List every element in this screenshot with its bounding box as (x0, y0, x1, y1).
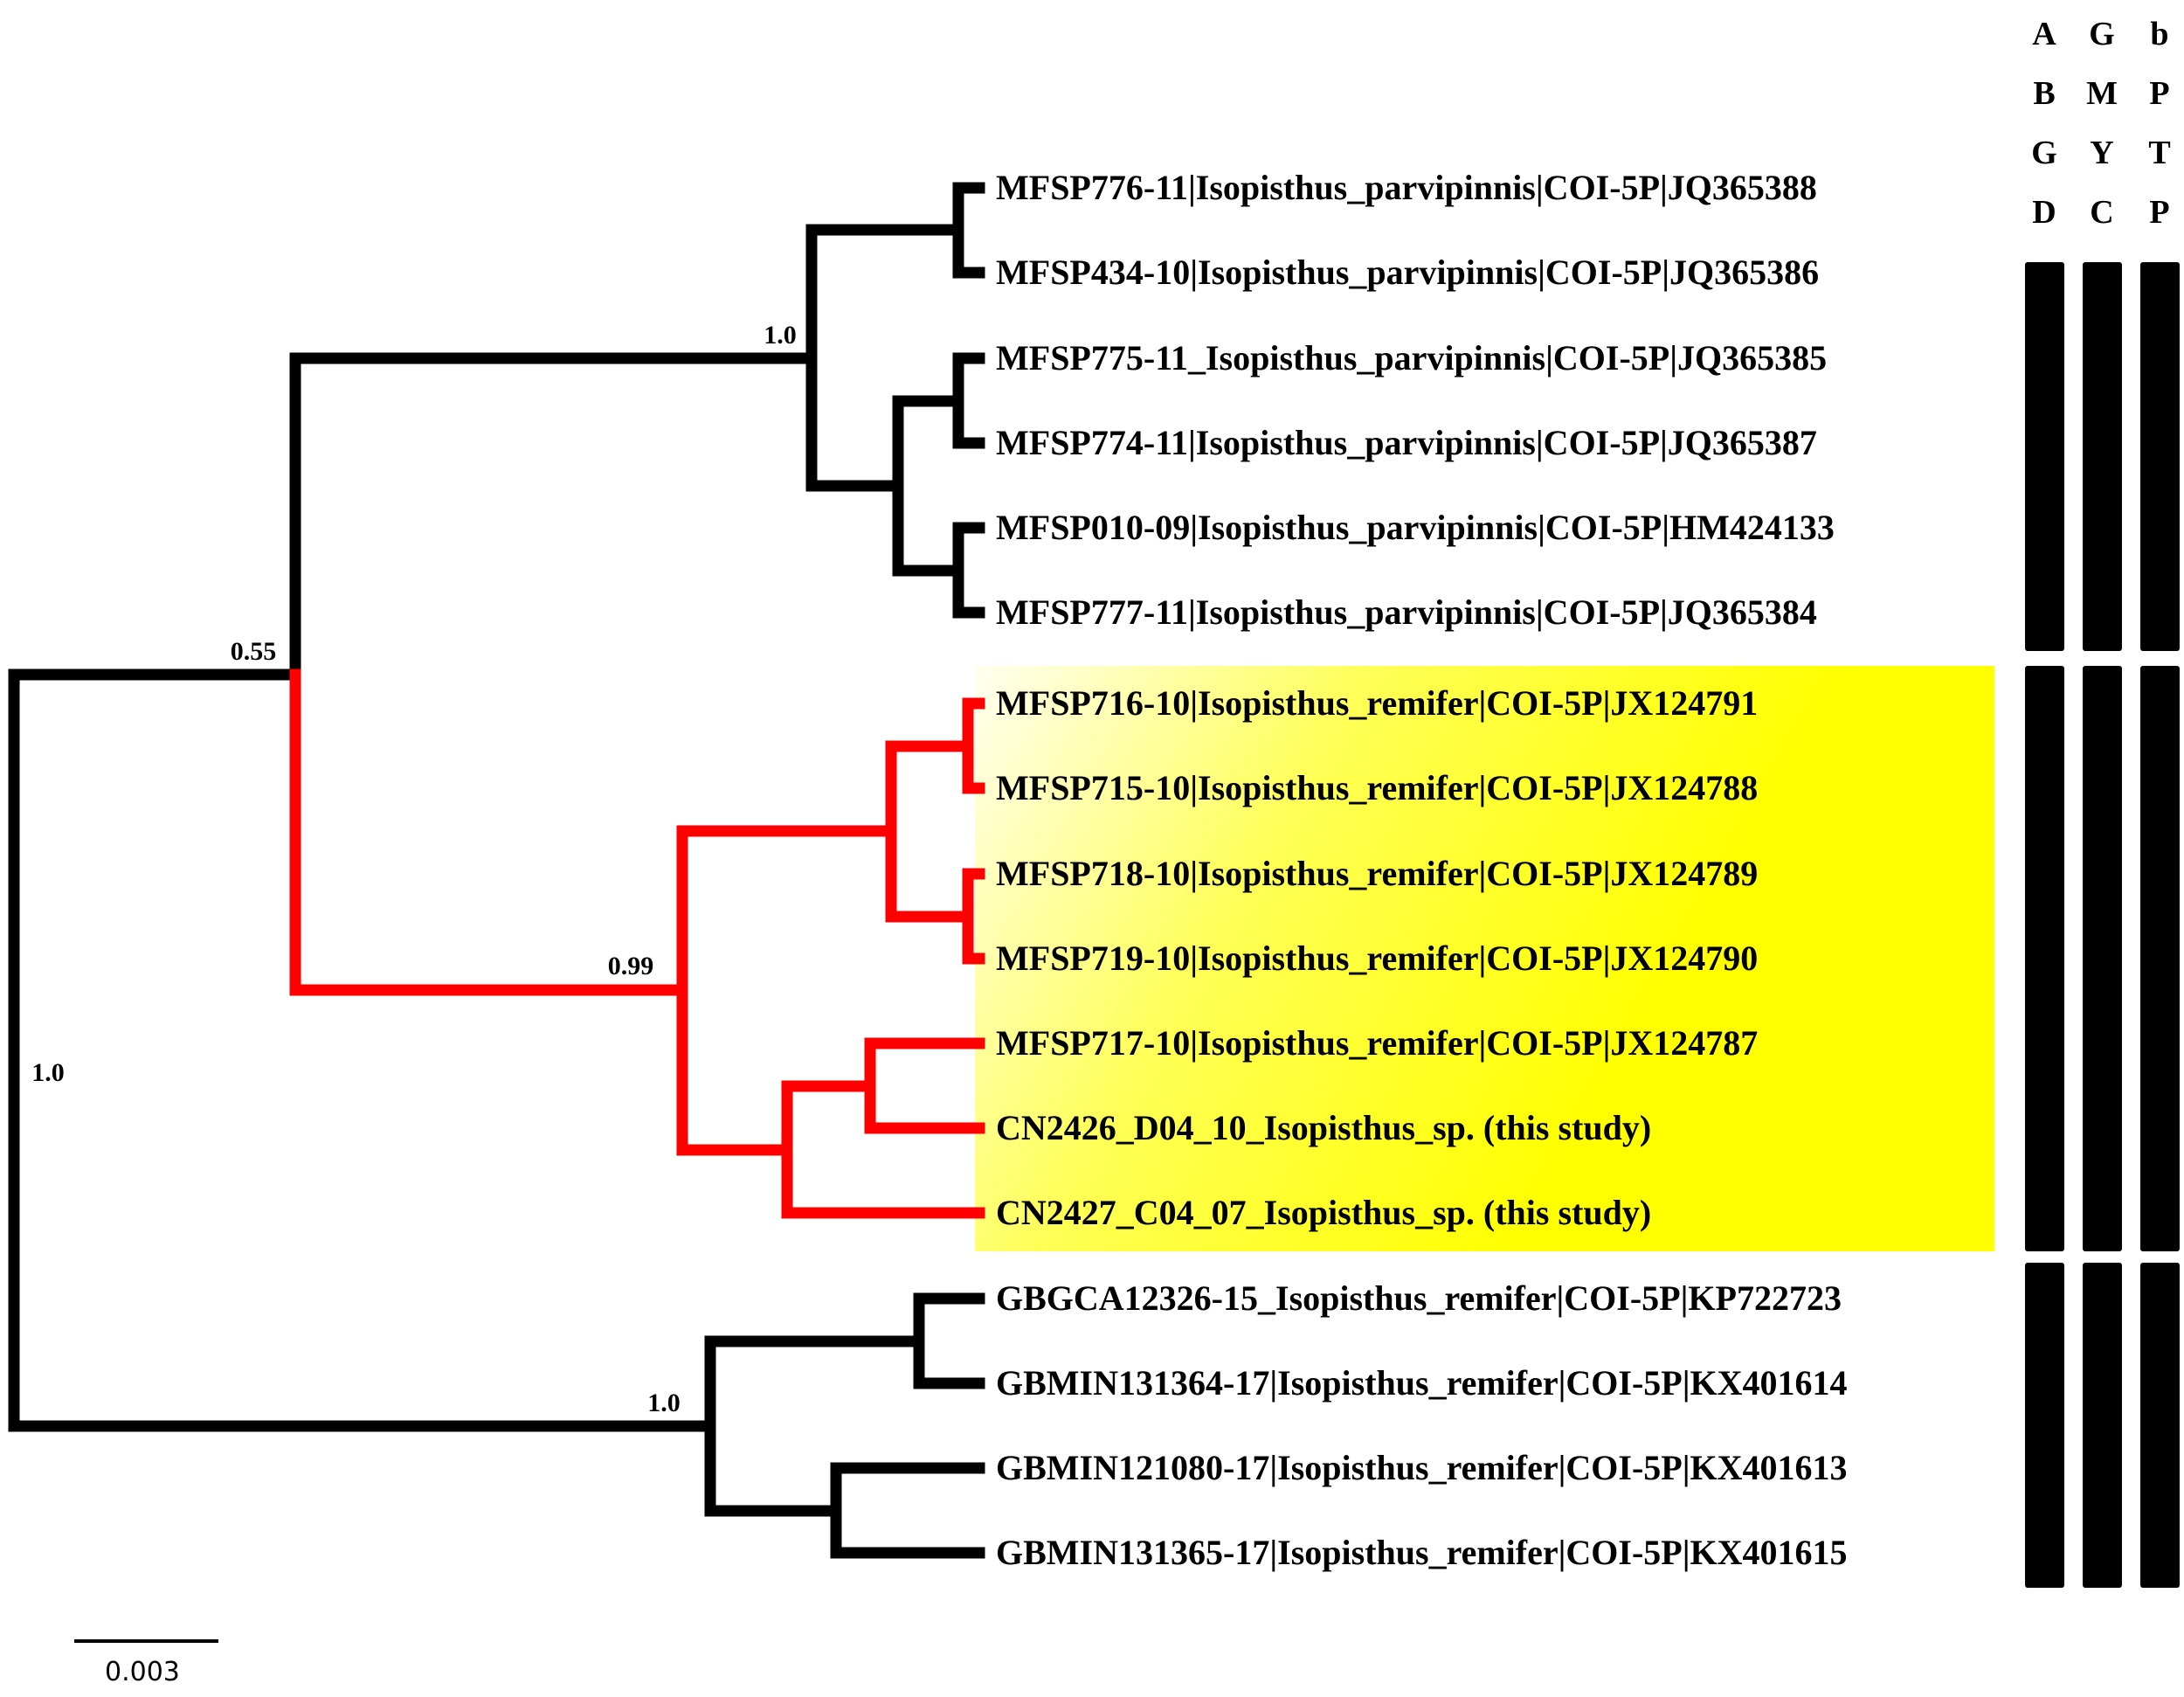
branches-red-highlighted-clade (289, 668, 985, 1219)
highlight-region (975, 666, 1994, 1251)
branches-black (8, 182, 985, 1559)
scale-bar-label: 0.003 (105, 1657, 180, 1687)
